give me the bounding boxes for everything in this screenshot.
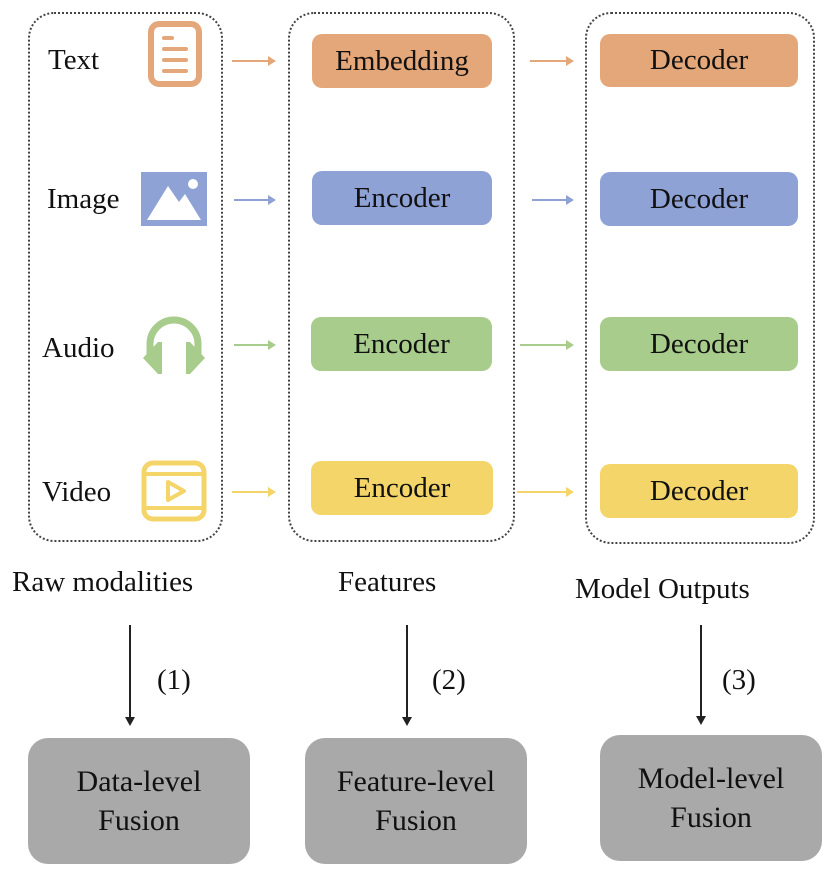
fusion-label-line1: Feature-level [336,765,496,798]
modality-label-audio: Audio [42,332,115,364]
step-label-3: (3) [722,664,756,696]
arrow-encoder-to-decoder-image [532,195,574,205]
fusion-label-line1: Model-level [637,762,785,795]
arrow-image-to-encoder [234,195,276,205]
fusion-label-line1: Data-level [76,765,202,798]
raw-modalities-group [28,12,223,542]
decoder-box-audio: Decoder [600,317,798,371]
encoder-box-video: Encoder [311,461,493,515]
arrow-step-2 [402,625,412,726]
arrow-text-to-embedding [232,56,276,66]
arrow-encoder-to-decoder-video [517,487,574,497]
decoder-box-video: Decoder [600,464,798,518]
caption-raw-modalities: Raw modalities [12,566,194,598]
model-outputs-group [585,12,815,544]
headphones-icon [143,316,205,374]
arrow-step-3 [696,625,706,725]
arrow-step-1 [125,625,135,726]
image-icon [141,172,207,226]
document-icon [148,21,202,87]
step-label-1: (1) [157,664,191,696]
step-label-2: (2) [432,664,466,696]
arrow-encoder-to-decoder-audio [520,340,574,350]
features-group [288,12,515,542]
model-level-fusion-box: Model-level Fusion [600,735,822,861]
encoder-box-audio: Encoder [311,317,492,371]
caption-model-outputs: Model Outputs [575,573,750,605]
caption-features: Features [338,566,437,598]
encoder-box-image: Encoder [312,171,492,225]
modality-label-image: Image [47,183,120,215]
fusion-label-line2: Fusion [670,801,752,834]
modality-label-text: Text [48,44,100,76]
decoder-box-image: Decoder [600,172,798,226]
arrow-audio-to-encoder [234,340,276,350]
data-level-fusion-box: Data-level Fusion [28,738,250,864]
video-icon [141,460,207,522]
decoder-box-text: Decoder [600,34,798,87]
fusion-label-line2: Fusion [375,804,457,837]
arrow-video-to-encoder [232,487,276,497]
arrow-embedding-to-decoder-text [530,56,574,66]
modality-label-video: Video [42,476,112,508]
embedding-box: Embedding [312,34,492,88]
fusion-label-line2: Fusion [98,804,180,837]
feature-level-fusion-box: Feature-level Fusion [305,738,527,864]
